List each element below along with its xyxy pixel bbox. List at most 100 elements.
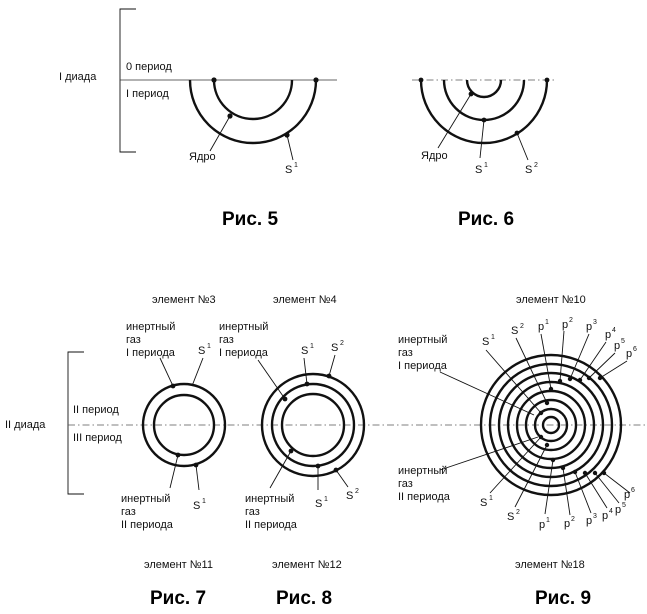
fig5-end-dot <box>211 77 217 83</box>
fig9-inert-bottom-line1: инертный <box>398 465 447 477</box>
fig9-s1-top-sup: 1 <box>491 334 495 341</box>
dyad-2-label: II диада <box>5 419 46 431</box>
fig6-inner-shell <box>465 79 503 99</box>
fig9-p1-top-label: p <box>538 321 544 333</box>
fig9-caption: Рис. 9 <box>535 588 591 609</box>
fig7-inert-top-line2: газ <box>126 334 141 346</box>
fig8-inert-top-line1: инертный <box>219 321 268 333</box>
figure-5: Ядро S 1 Рис. 5 <box>188 77 319 230</box>
period-0-label: 0 период <box>126 61 172 73</box>
fig7-inert-bottom-line3: II периода <box>121 519 174 531</box>
bottom-bracket <box>67 351 84 495</box>
fig9-p6-top-label: p <box>626 348 632 360</box>
figure-9: элемент №10 инертный газ I периода S 1 S… <box>398 294 637 609</box>
fig6-s2-sup: 2 <box>534 162 538 169</box>
period-3-label: III период <box>73 432 122 444</box>
fig7-outer-shell <box>141 382 227 468</box>
fig7-inert-top-leader <box>159 357 174 387</box>
fig5-nucleus-label: Ядро <box>189 151 216 163</box>
fig7-inner-shell <box>152 393 216 457</box>
fig7-s-bottom-label: S <box>193 500 200 512</box>
fig9-s1-top-label: S <box>482 336 489 348</box>
fig9-shell-3 <box>524 398 578 452</box>
fig8-s2-bottom-leader <box>335 469 349 488</box>
fig9-p5-top-sup: 5 <box>621 338 625 345</box>
fig6-middle-shell <box>442 79 526 122</box>
fig9-inert-bottom-line3: II периода <box>398 491 451 503</box>
fig9-p2-bottom-sup: 2 <box>571 516 575 523</box>
fig7-caption: Рис. 7 <box>150 588 206 609</box>
fig8-s1-bottom-sup: 1 <box>324 496 328 503</box>
fig9-s2-top-label: S <box>511 325 518 337</box>
fig8-s2-bottom-label: S <box>346 490 353 502</box>
fig9-s2-top-sup: 2 <box>520 323 524 330</box>
fig7-element-top: элемент №3 <box>152 294 216 306</box>
fig6-end-dot <box>544 77 550 83</box>
fig5-electron-leader <box>286 134 294 161</box>
fig9-p3-top-sup: 3 <box>593 319 597 326</box>
fig8-element-bottom: элемент №12 <box>272 559 342 571</box>
fig8-s2-bottom-sup: 2 <box>355 488 359 495</box>
fig9-p4-top-sup: 4 <box>612 327 616 334</box>
fig9-shell-2 <box>533 407 569 443</box>
fig8-s1-label: S <box>301 345 308 357</box>
fig6-nucleus-label: Ядро <box>421 150 448 162</box>
fig8-inert-bottom-line1: инертный <box>245 493 294 505</box>
fig9-shell-7 <box>488 362 614 488</box>
fig5-caption: Рис. 5 <box>222 209 278 230</box>
fig9-s2-bottom-sup: 2 <box>516 509 520 516</box>
fig7-inert-top-line3: I периода <box>126 347 176 359</box>
fig9-inert-top-line1: инертный <box>398 334 447 346</box>
fig8-s1-sup: 1 <box>310 343 314 350</box>
fig9-inert-bottom-line2: газ <box>398 478 413 490</box>
fig5-nucleus-leader <box>209 115 231 152</box>
fig9-element-bottom: элемент №18 <box>515 559 585 571</box>
fig8-inert-top-line2: газ <box>219 334 234 346</box>
fig8-s1-leader <box>303 357 308 385</box>
figure-6: Ядро S 1 S 2 Рис. 6 <box>412 77 556 230</box>
fig7-s-bottom-leader <box>195 464 200 491</box>
fig9-p6-top-sup: 6 <box>633 346 637 353</box>
fig8-s2-label: S <box>331 342 338 354</box>
fig6-s1-label: S <box>475 164 482 176</box>
dyad-1-label: I диада <box>59 71 97 83</box>
figure-8: элемент №4 инертный газ I периода S 1 S … <box>219 294 366 609</box>
fig9-s1-bottom-label: S <box>480 497 487 509</box>
fig8-inert-bottom-leader <box>269 450 292 489</box>
fig8-caption: Рис. 8 <box>276 588 332 609</box>
fig6-nucleus-leader <box>437 93 472 149</box>
fig9-p5-top-label: p <box>614 340 620 352</box>
fig7-inert-bottom-line1: инертный <box>121 493 170 505</box>
fig9-shell-1 <box>541 415 561 435</box>
fig8-middle-shell <box>270 382 356 468</box>
fig9-p1-bottom-sup: 1 <box>546 517 550 524</box>
fig7-s-leader <box>191 357 204 387</box>
fig8-inert-top-line3: I периода <box>219 347 269 359</box>
fig6-s2-leader <box>516 132 529 161</box>
fig9-p2-top-sup: 2 <box>569 317 573 324</box>
fig9-element-top: элемент №10 <box>516 294 586 306</box>
fig9-p1-top-sup: 1 <box>545 319 549 326</box>
fig9-p3-bottom-sup: 3 <box>593 513 597 520</box>
fig7-element-bottom: элемент №11 <box>144 559 213 571</box>
fig9-bottom-leaders <box>439 434 631 516</box>
fig5-s-sup: 1 <box>294 162 298 169</box>
fig7-inert-bottom-leader <box>169 454 179 489</box>
fig9-s2-bottom-label: S <box>507 511 514 523</box>
fig9-p2-bottom-label: p <box>564 518 570 530</box>
fig9-p3-bottom-label: p <box>586 515 592 527</box>
fig8-inert-top-leader <box>257 359 286 400</box>
figure-7: элемент №3 инертный газ I периода S 1 ин… <box>121 294 227 609</box>
fig8-outer-shell <box>260 372 366 478</box>
fig8-s2-leader <box>328 354 336 377</box>
fig9-shell-8 <box>479 353 623 497</box>
fig6-caption: Рис. 6 <box>458 209 514 230</box>
fig9-p5-bottom-label: p <box>615 504 621 516</box>
fig8-s1-bottom-label: S <box>315 498 322 510</box>
fig8-s2-sup: 2 <box>340 340 344 347</box>
fig9-p1-bottom-label: p <box>539 519 545 531</box>
fig9-p4-bottom-label: p <box>602 510 608 522</box>
fig7-s-sup: 1 <box>207 343 211 350</box>
fig8-inner-shell <box>280 392 346 458</box>
